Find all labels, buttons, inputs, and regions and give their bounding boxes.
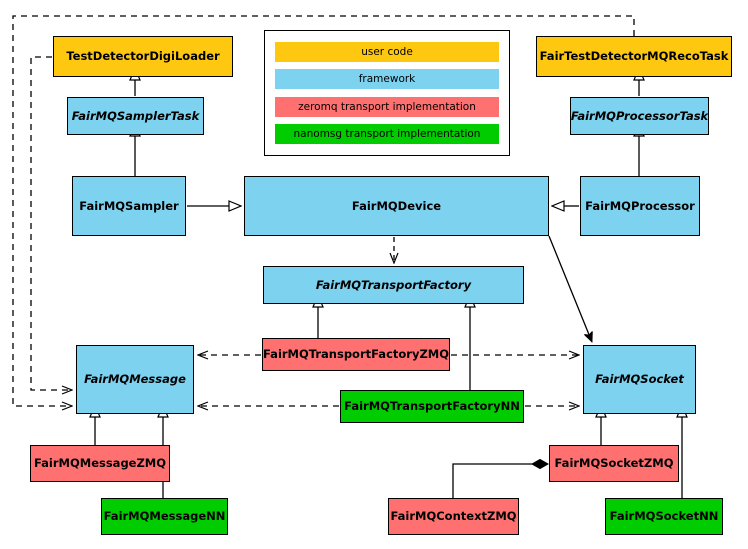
class-box-fairmqsocketnn[interactable]: FairMQSocketNN <box>605 498 723 535</box>
class-box-fairmqtransportfactoryzmq[interactable]: FairMQTransportFactoryZMQ <box>262 338 450 371</box>
legend-item-user-code: user code <box>275 41 499 62</box>
class-box-fairmqmessagenn[interactable]: FairMQMessageNN <box>101 498 228 535</box>
class-box-fairmqtransportfactorynn[interactable]: FairMQTransportFactoryNN <box>340 390 524 423</box>
class-label: FairMQContextZMQ <box>390 509 517 524</box>
class-label: FairMQTransportFactoryNN <box>344 399 520 414</box>
class-box-testdetectordigiloader[interactable]: TestDetectorDigiLoader <box>53 36 233 77</box>
class-box-fairmqmessagezmq[interactable]: FairMQMessageZMQ <box>30 445 170 482</box>
class-box-fairmqmessage[interactable]: FairMQMessage <box>76 345 194 414</box>
class-label: FairMQTransportFactory <box>315 277 472 292</box>
legend-panel: user code framework zeromq transport imp… <box>264 30 510 156</box>
legend-item-zeromq: zeromq transport implementation <box>275 96 499 117</box>
class-label: FairMQMessageNN <box>103 509 226 524</box>
class-label: FairMQTransportFactoryZMQ <box>263 347 450 362</box>
class-label: FairMQProcessorTask <box>570 108 709 123</box>
class-box-fairmqdevice[interactable]: FairMQDevice <box>244 176 549 236</box>
class-label: FairMQDevice <box>351 198 442 213</box>
class-label: FairMQMessageZMQ <box>33 456 167 471</box>
class-box-fairmqsampler[interactable]: FairMQSampler <box>72 176 186 236</box>
legend-label: nanomsg transport implementation <box>293 128 481 141</box>
class-box-fairmqtransportfactory[interactable]: FairMQTransportFactory <box>263 266 524 304</box>
legend-label: zeromq transport implementation <box>298 100 476 113</box>
class-label: FairMQSocketZMQ <box>554 456 674 471</box>
class-label: FairMQProcessor <box>585 198 695 213</box>
legend-item-nanomsg: nanomsg transport implementation <box>275 124 499 145</box>
class-box-fairmqprocessortask[interactable]: FairMQProcessorTask <box>570 97 709 135</box>
class-label: FairMQSampler <box>79 198 179 213</box>
class-label: FairMQMessage <box>84 372 186 387</box>
edge-socketzmq-contextzmq <box>452 464 548 498</box>
class-box-fairmqsocket[interactable]: FairMQSocket <box>583 345 696 414</box>
legend-label: framework <box>358 73 416 86</box>
class-label: FairMQSocketNN <box>609 509 719 524</box>
edge-digiloader-message <box>30 56 72 390</box>
legend-label: user code <box>361 45 413 58</box>
class-label: TestDetectorDigiLoader <box>66 49 220 64</box>
class-label: FairMQSocket <box>595 372 684 387</box>
edge-device-socket <box>548 235 592 342</box>
class-box-fairmqsamplertask[interactable]: FairMQSamplerTask <box>67 97 204 135</box>
class-box-fairmqprocessor[interactable]: FairMQProcessor <box>580 176 700 236</box>
class-box-fairtestdetectormqrecotask[interactable]: FairTestDetectorMQRecoTask <box>536 36 732 77</box>
class-label: FairMQSamplerTask <box>71 108 200 123</box>
legend-item-framework: framework <box>275 69 499 90</box>
class-box-fairmqsocketzmq[interactable]: FairMQSocketZMQ <box>549 445 679 482</box>
class-box-fairmqcontextzmq[interactable]: FairMQContextZMQ <box>388 498 519 535</box>
class-label: FairTestDetectorMQRecoTask <box>539 49 729 64</box>
